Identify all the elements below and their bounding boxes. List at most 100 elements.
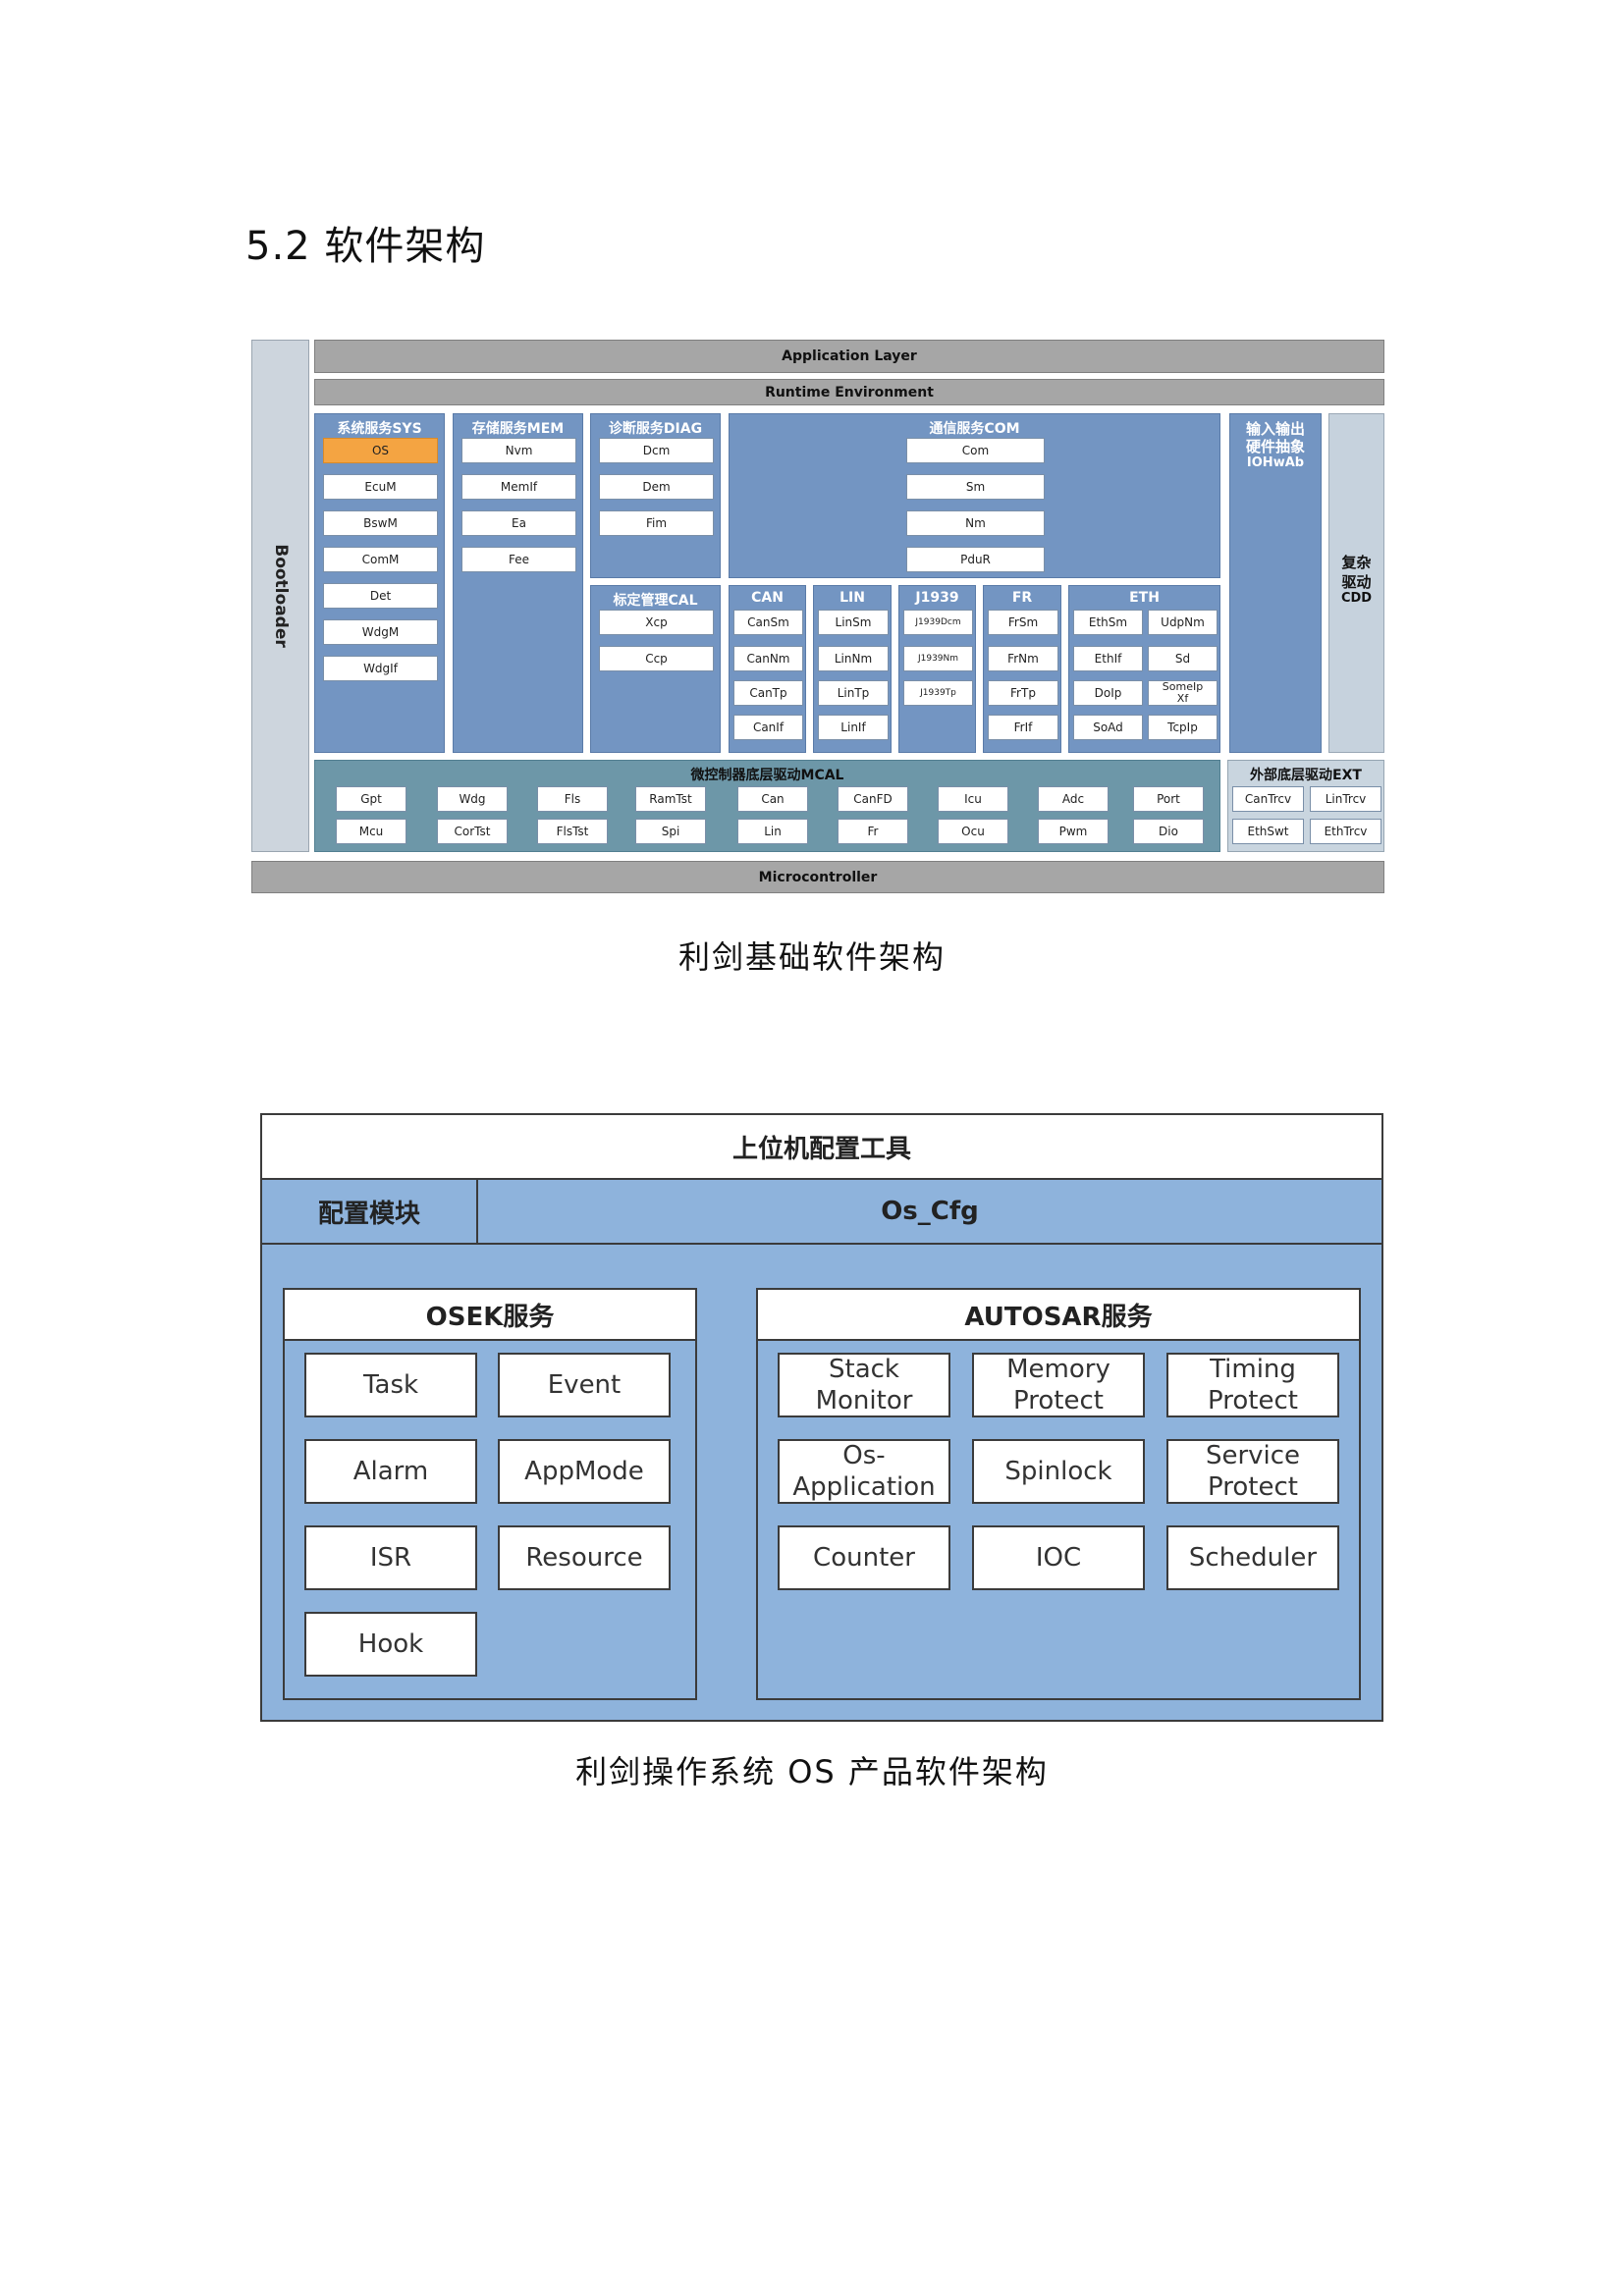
os-architecture-figure: 上位机配置工具 配置模块 Os_Cfg OSEK服务 Task Event Al… — [260, 1113, 1383, 1722]
mcal-item: Fls — [537, 786, 608, 812]
j1939-item: J1939Dcm — [903, 610, 973, 635]
basic-software-architecture-figure: Bootloader Application Layer Runtime Env… — [251, 340, 1384, 893]
mcal-panel: 微控制器底层驱动MCAL Gpt Wdg Fls RamTst Can CanF… — [314, 760, 1220, 852]
lin-item: LinSm — [818, 610, 889, 635]
ext-title: 外部底层驱动EXT — [1250, 768, 1362, 783]
figure1-caption: 利剑基础软件架构 — [677, 938, 946, 976]
com-item: Sm — [906, 474, 1045, 500]
cdd-line3: CDD — [1340, 591, 1373, 606]
can-item: CanSm — [733, 610, 803, 635]
sys-item: WdgM — [323, 619, 438, 645]
config-tool-title: 上位机配置工具 — [262, 1115, 1381, 1180]
eth-item: EthSm — [1073, 610, 1143, 635]
iohwab-title-line2: 硬件抽象 — [1245, 438, 1305, 455]
config-module-label: 配置模块 — [262, 1180, 478, 1243]
fr-item: FrIf — [988, 715, 1058, 740]
osek-item: Event — [498, 1353, 671, 1417]
section-heading: 5.2 软件架构 — [245, 224, 486, 269]
osek-item: Resource — [498, 1525, 671, 1590]
can-item: CanIf — [733, 715, 803, 740]
cal-item: Ccp — [599, 646, 714, 671]
autosar-item: Service Protect — [1166, 1439, 1339, 1504]
autosar-item: Spinlock — [972, 1439, 1145, 1504]
ext-item: EthSwt — [1232, 819, 1304, 844]
autosar-title: AUTOSAR服务 — [758, 1290, 1359, 1341]
com-item: Nm — [906, 510, 1045, 536]
eth-item: SomeIp Xf — [1148, 680, 1218, 706]
config-module-row: 配置模块 Os_Cfg — [262, 1180, 1381, 1245]
ext-item: LinTrcv — [1310, 786, 1381, 812]
osek-group: OSEK服务 Task Event Alarm AppMode ISR Reso… — [283, 1288, 697, 1700]
fr-panel: FR FrSm FrNm FrTp FrIf — [983, 585, 1061, 753]
mcal-item: Ocu — [938, 819, 1008, 844]
bootloader-column: Bootloader — [251, 340, 309, 852]
osek-title: OSEK服务 — [285, 1290, 695, 1341]
mcal-item: Dio — [1133, 819, 1204, 844]
mem-title: 存储服务MEM — [471, 421, 565, 437]
diag-item: Dcm — [599, 438, 714, 463]
eth-panel: ETH EthSm UdpNm EthIf Sd DoIp SomeIp Xf … — [1068, 585, 1220, 753]
com-item: Com — [906, 438, 1045, 463]
sys-item: OS — [323, 438, 438, 463]
can-panel: CAN CanSm CanNm CanTp CanIf — [729, 585, 806, 753]
mcal-item: FlsTst — [537, 819, 608, 844]
config-module-value: Os_Cfg — [881, 1197, 979, 1226]
mcal-item: Port — [1133, 786, 1204, 812]
cdd-column: 复杂 驱动 CDD — [1328, 413, 1384, 753]
mcal-item: Mcu — [336, 819, 406, 844]
lin-item: LinNm — [818, 646, 889, 671]
mem-item: Nvm — [461, 438, 576, 463]
osek-item: AppMode — [498, 1439, 671, 1504]
fr-item: FrSm — [988, 610, 1058, 635]
can-item: CanTp — [733, 680, 803, 706]
ext-panel: 外部底层驱动EXT CanTrcv LinTrcv EthSwt EthTrcv — [1227, 760, 1384, 852]
osek-item: Hook — [304, 1612, 477, 1677]
mcal-item: Gpt — [336, 786, 406, 812]
iohwab-panel: 输入输出 硬件抽象 IOHwAb — [1229, 413, 1322, 753]
diag-panel: 诊断服务DIAG Dcm Dem Fim — [590, 413, 721, 578]
sys-panel: 系统服务SYS OS EcuM BswM ComM Det WdgM WdgIf — [314, 413, 445, 753]
mcal-item: Pwm — [1038, 819, 1109, 844]
j1939-item: J1939Nm — [903, 646, 973, 671]
osek-item: ISR — [304, 1525, 477, 1590]
bootloader-label: Bootloader — [270, 544, 291, 648]
ext-item: EthTrcv — [1310, 819, 1381, 844]
figure2-caption: 利剑操作系统 OS 产品软件架构 — [575, 1753, 1049, 1790]
cal-title: 标定管理CAL — [613, 593, 698, 609]
mem-item: Fee — [461, 547, 576, 572]
diag-item: Fim — [599, 510, 714, 536]
eth-item: SoAd — [1073, 715, 1143, 740]
runtime-environment-bar: Runtime Environment — [314, 379, 1384, 405]
lin-title: LIN — [839, 590, 865, 606]
mem-item: Ea — [461, 510, 576, 536]
fr-item: FrTp — [988, 680, 1058, 706]
can-title: CAN — [751, 590, 784, 606]
mcal-item: CanFD — [838, 786, 908, 812]
autosar-item: IOC — [972, 1525, 1145, 1590]
sys-item: WdgIf — [323, 656, 438, 681]
eth-title: ETH — [1129, 590, 1160, 606]
osek-item: Alarm — [304, 1439, 477, 1504]
com-panel: 通信服务COM Com Sm Nm PduR — [729, 413, 1220, 578]
lin-item: LinIf — [818, 715, 889, 740]
eth-item: Sd — [1148, 646, 1218, 671]
mcal-item: RamTst — [635, 786, 706, 812]
autosar-item: Counter — [778, 1525, 950, 1590]
diag-item: Dem — [599, 474, 714, 500]
mem-panel: 存储服务MEM Nvm MemIf Ea Fee — [453, 413, 583, 753]
application-layer-bar: Application Layer — [314, 340, 1384, 373]
autosar-item: Os- Application — [778, 1439, 950, 1504]
sys-item: ComM — [323, 547, 438, 572]
autosar-item: Scheduler — [1166, 1525, 1339, 1590]
eth-item: UdpNm — [1148, 610, 1218, 635]
j1939-title: J1939 — [915, 590, 959, 606]
cdd-line2: 驱动 — [1341, 573, 1372, 591]
mcal-item: Icu — [938, 786, 1008, 812]
mcal-item: Fr — [838, 819, 908, 844]
microcontroller-bar: Microcontroller — [251, 861, 1384, 893]
mcal-title: 微控制器底层驱动MCAL — [690, 768, 844, 783]
cdd-line1: 复杂 — [1341, 554, 1372, 571]
iohwab-title-line1: 输入输出 — [1245, 420, 1305, 438]
mcal-item: Lin — [737, 819, 808, 844]
sys-item: Det — [323, 583, 438, 609]
